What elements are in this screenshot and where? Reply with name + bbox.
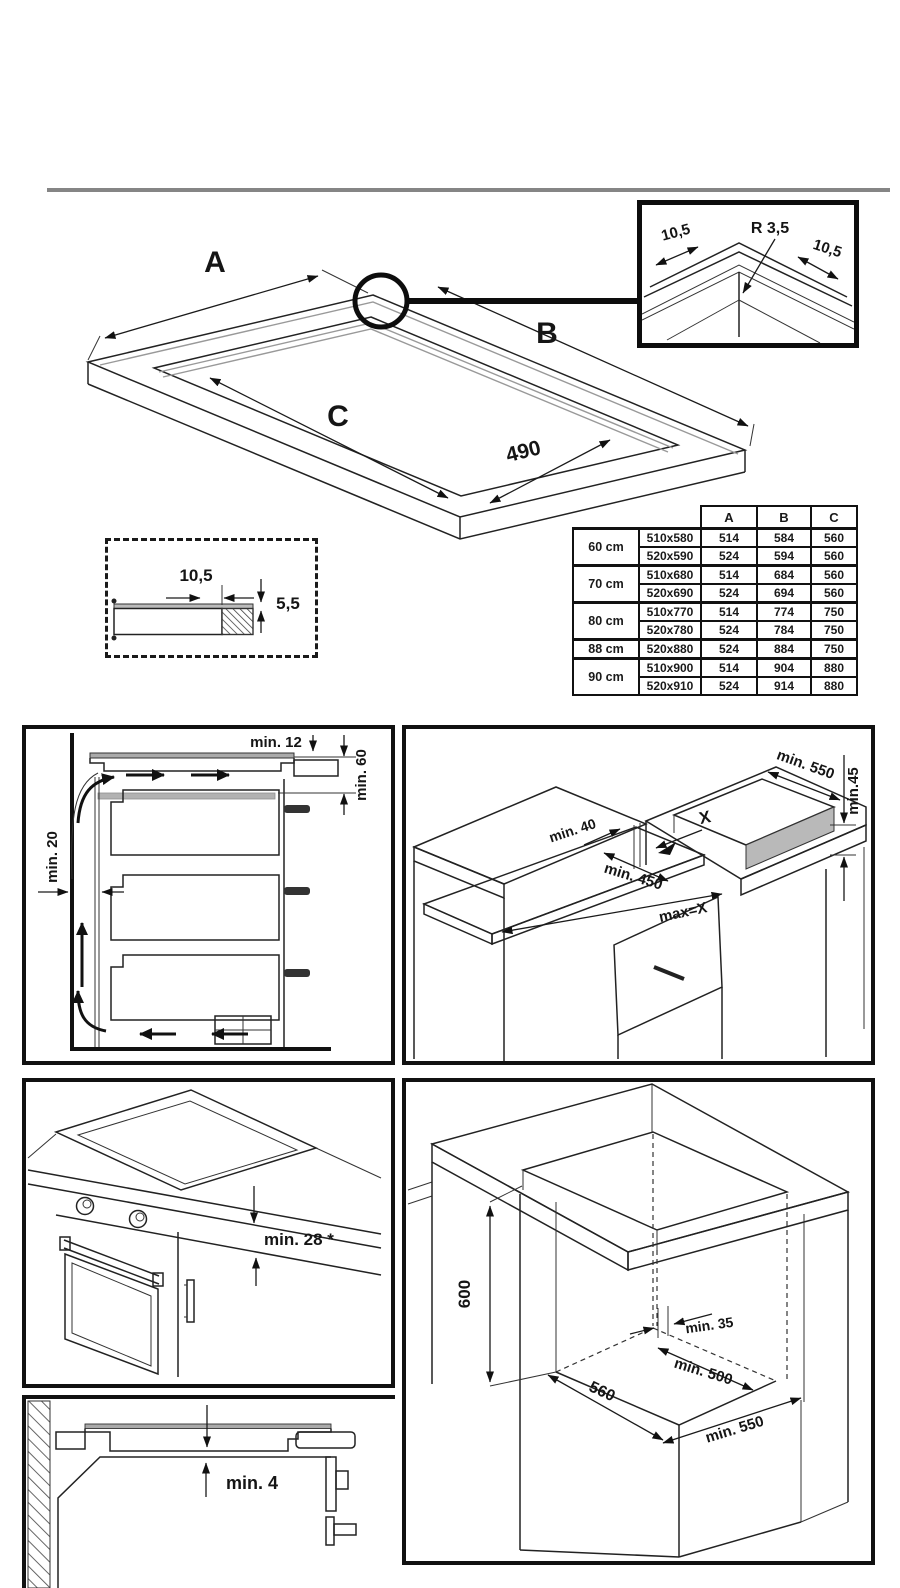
edge-detail-drawing: 10,5 5,5 [111, 566, 300, 641]
edge-detail-dashed-box: 10,5 5,5 [105, 538, 318, 658]
cabinet-drawing: 600 min. 35 min. 500 560 min. 550 [407, 1083, 850, 1558]
col-header-a: A [700, 505, 758, 530]
table-row: 80 cm 510x770 514 774 750 [572, 601, 858, 641]
ventilation-clearance-panel: min. 12 min. 60 min. 20 [22, 725, 395, 1065]
dim-label-edge-width: 10,5 [179, 566, 212, 585]
dim-label-worktop-thickness: min.45 [845, 767, 862, 815]
table-row: 60 cm 510x580 514 584 560 [572, 527, 858, 567]
detail-callout-circle [352, 272, 410, 330]
dim-label-vent-top: min. 12 [250, 734, 302, 751]
dim-label-a: A [204, 246, 226, 279]
col-header-c: C [810, 505, 858, 530]
cutout-size-table: A B C 60 cm 510x580 514 584 560 520x590 … [572, 505, 858, 696]
oven-drawing: min. 28 * [27, 1089, 382, 1377]
dim-label-c: C [327, 400, 349, 433]
dim-label-490: 490 [504, 436, 544, 467]
flush-mount-panel: min. 4 [22, 1395, 395, 1588]
table-row: 520x690 524 694 560 [573, 583, 858, 604]
col-header-b: B [756, 505, 812, 530]
hob-frame-isometric-drawing: A B C 490 [85, 246, 755, 540]
corner-detail-drawing: 10,5 R 3,5 10,5 [642, 220, 854, 343]
dim-label-cabinet-depth: min. 500 [672, 1355, 734, 1389]
table-row: 90 cm 510x900 514 904 880 [572, 657, 858, 696]
dim-label-corner-radius: R 3,5 [751, 220, 789, 237]
dim-label-corner-left: 10,5 [660, 221, 693, 245]
worktop-cutout-panel: min. 550 min.45 X min. 40 min. 450 max=X [402, 725, 875, 1065]
corner-detail-inset: 10,5 R 3,5 10,5 [637, 200, 859, 348]
table-row: 520x910 524 914 880 [573, 676, 858, 696]
dim-label-b: B [536, 317, 558, 350]
dim-label-cabinet-width: 560 [586, 1379, 617, 1406]
oven-clearance-panel: min. 28 * [22, 1078, 395, 1388]
dim-label-worktop-x: X [697, 807, 713, 828]
table-row: 88 cm 520x880 524 884 750 [572, 638, 858, 660]
table-row: 70 cm 510x680 514 684 560 [572, 564, 858, 604]
table-row: 520x590 524 594 560 [573, 546, 858, 567]
cabinet-dimensions-panel: 600 min. 35 min. 500 560 min. 550 [402, 1078, 875, 1565]
dim-label-vent-right: min. 60 [353, 749, 370, 801]
dim-label-vent-left: min. 20 [44, 831, 61, 883]
dim-label-cabinet-front-depth: min. 550 [703, 1413, 765, 1447]
dim-label-cabinet-back-gap: min. 35 [684, 1314, 734, 1337]
dim-label-corner-right: 10,5 [811, 236, 844, 261]
worktop-drawing: min. 550 min.45 X min. 40 min. 450 max=X [412, 747, 867, 1061]
dim-label-oven-clearance: min. 28 * [264, 1230, 334, 1249]
table-row: 520x780 524 784 750 [573, 620, 858, 641]
dim-label-edge-thickness: 5,5 [276, 594, 300, 613]
dim-label-worktop-board: min. 450 [602, 860, 664, 894]
ventilation-drawing: min. 12 min. 60 min. 20 [38, 733, 370, 1051]
flush-mount-drawing: min. 4 [27, 1400, 357, 1588]
dim-label-cabinet-height: 600 [455, 1280, 474, 1308]
dim-label-flush-clearance: min. 4 [226, 1473, 278, 1493]
dim-label-worktop-gap: min. 40 [547, 815, 598, 845]
top-divider-rule [47, 188, 890, 192]
